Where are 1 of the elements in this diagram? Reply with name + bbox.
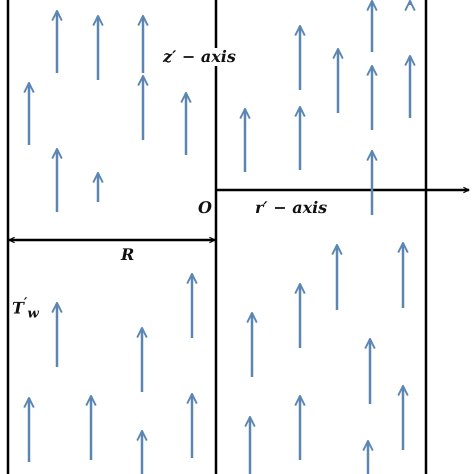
axis-label: z′ − axis — [163, 48, 236, 66]
